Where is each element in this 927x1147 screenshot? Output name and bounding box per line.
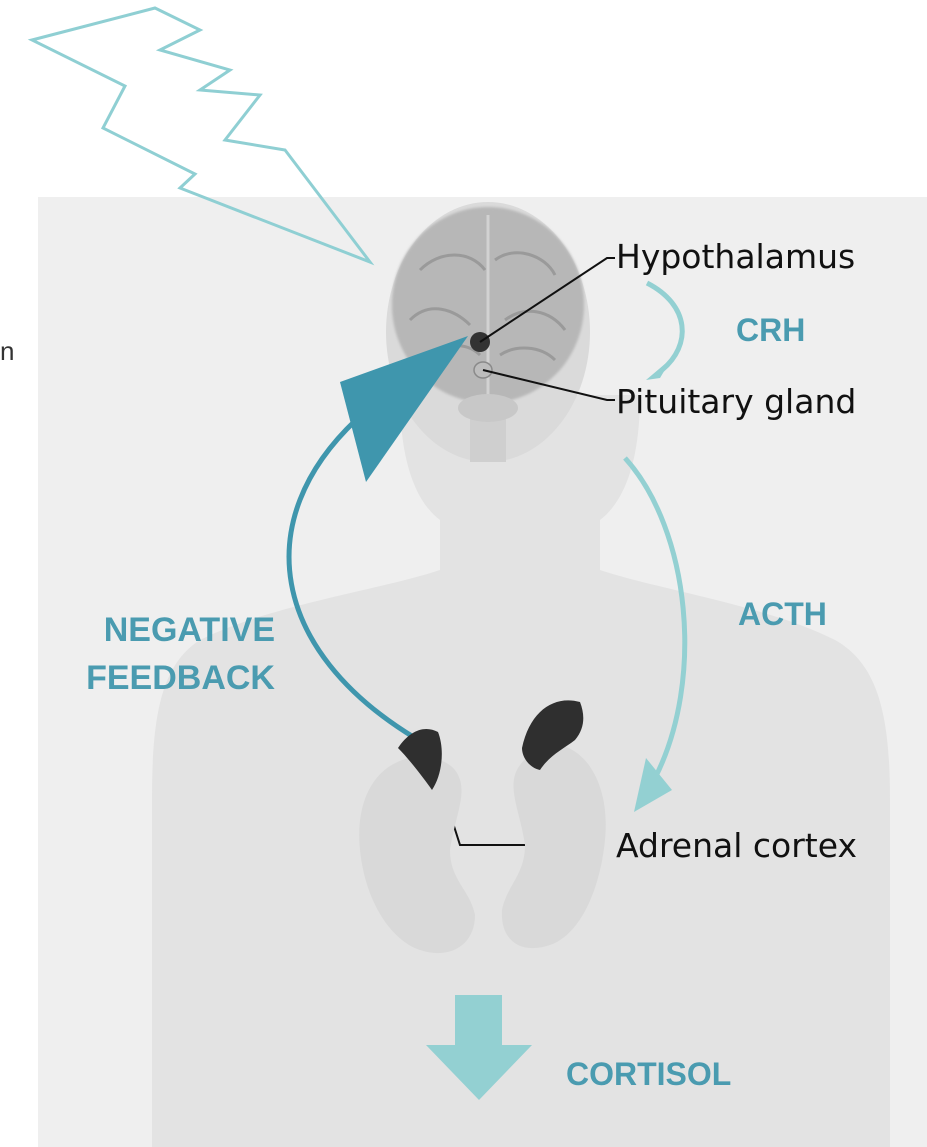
pituitary-gland-label: Pituitary gland	[616, 382, 856, 421]
negative-feedback-line1: NEGATIVE	[55, 606, 275, 654]
negative-feedback-label: NEGATIVE FEEDBACK	[55, 606, 275, 702]
acth-label: ACTH	[738, 596, 827, 633]
cortisol-label: CORTISOL	[566, 1056, 731, 1093]
adrenal-cortex-label: Adrenal cortex	[616, 826, 857, 865]
negative-feedback-line2: FEEDBACK	[55, 654, 275, 702]
hypothalamus-label: Hypothalamus	[616, 237, 855, 276]
crh-label: CRH	[736, 312, 805, 349]
cropped-text: n	[0, 336, 14, 367]
brain-icon	[386, 202, 590, 462]
